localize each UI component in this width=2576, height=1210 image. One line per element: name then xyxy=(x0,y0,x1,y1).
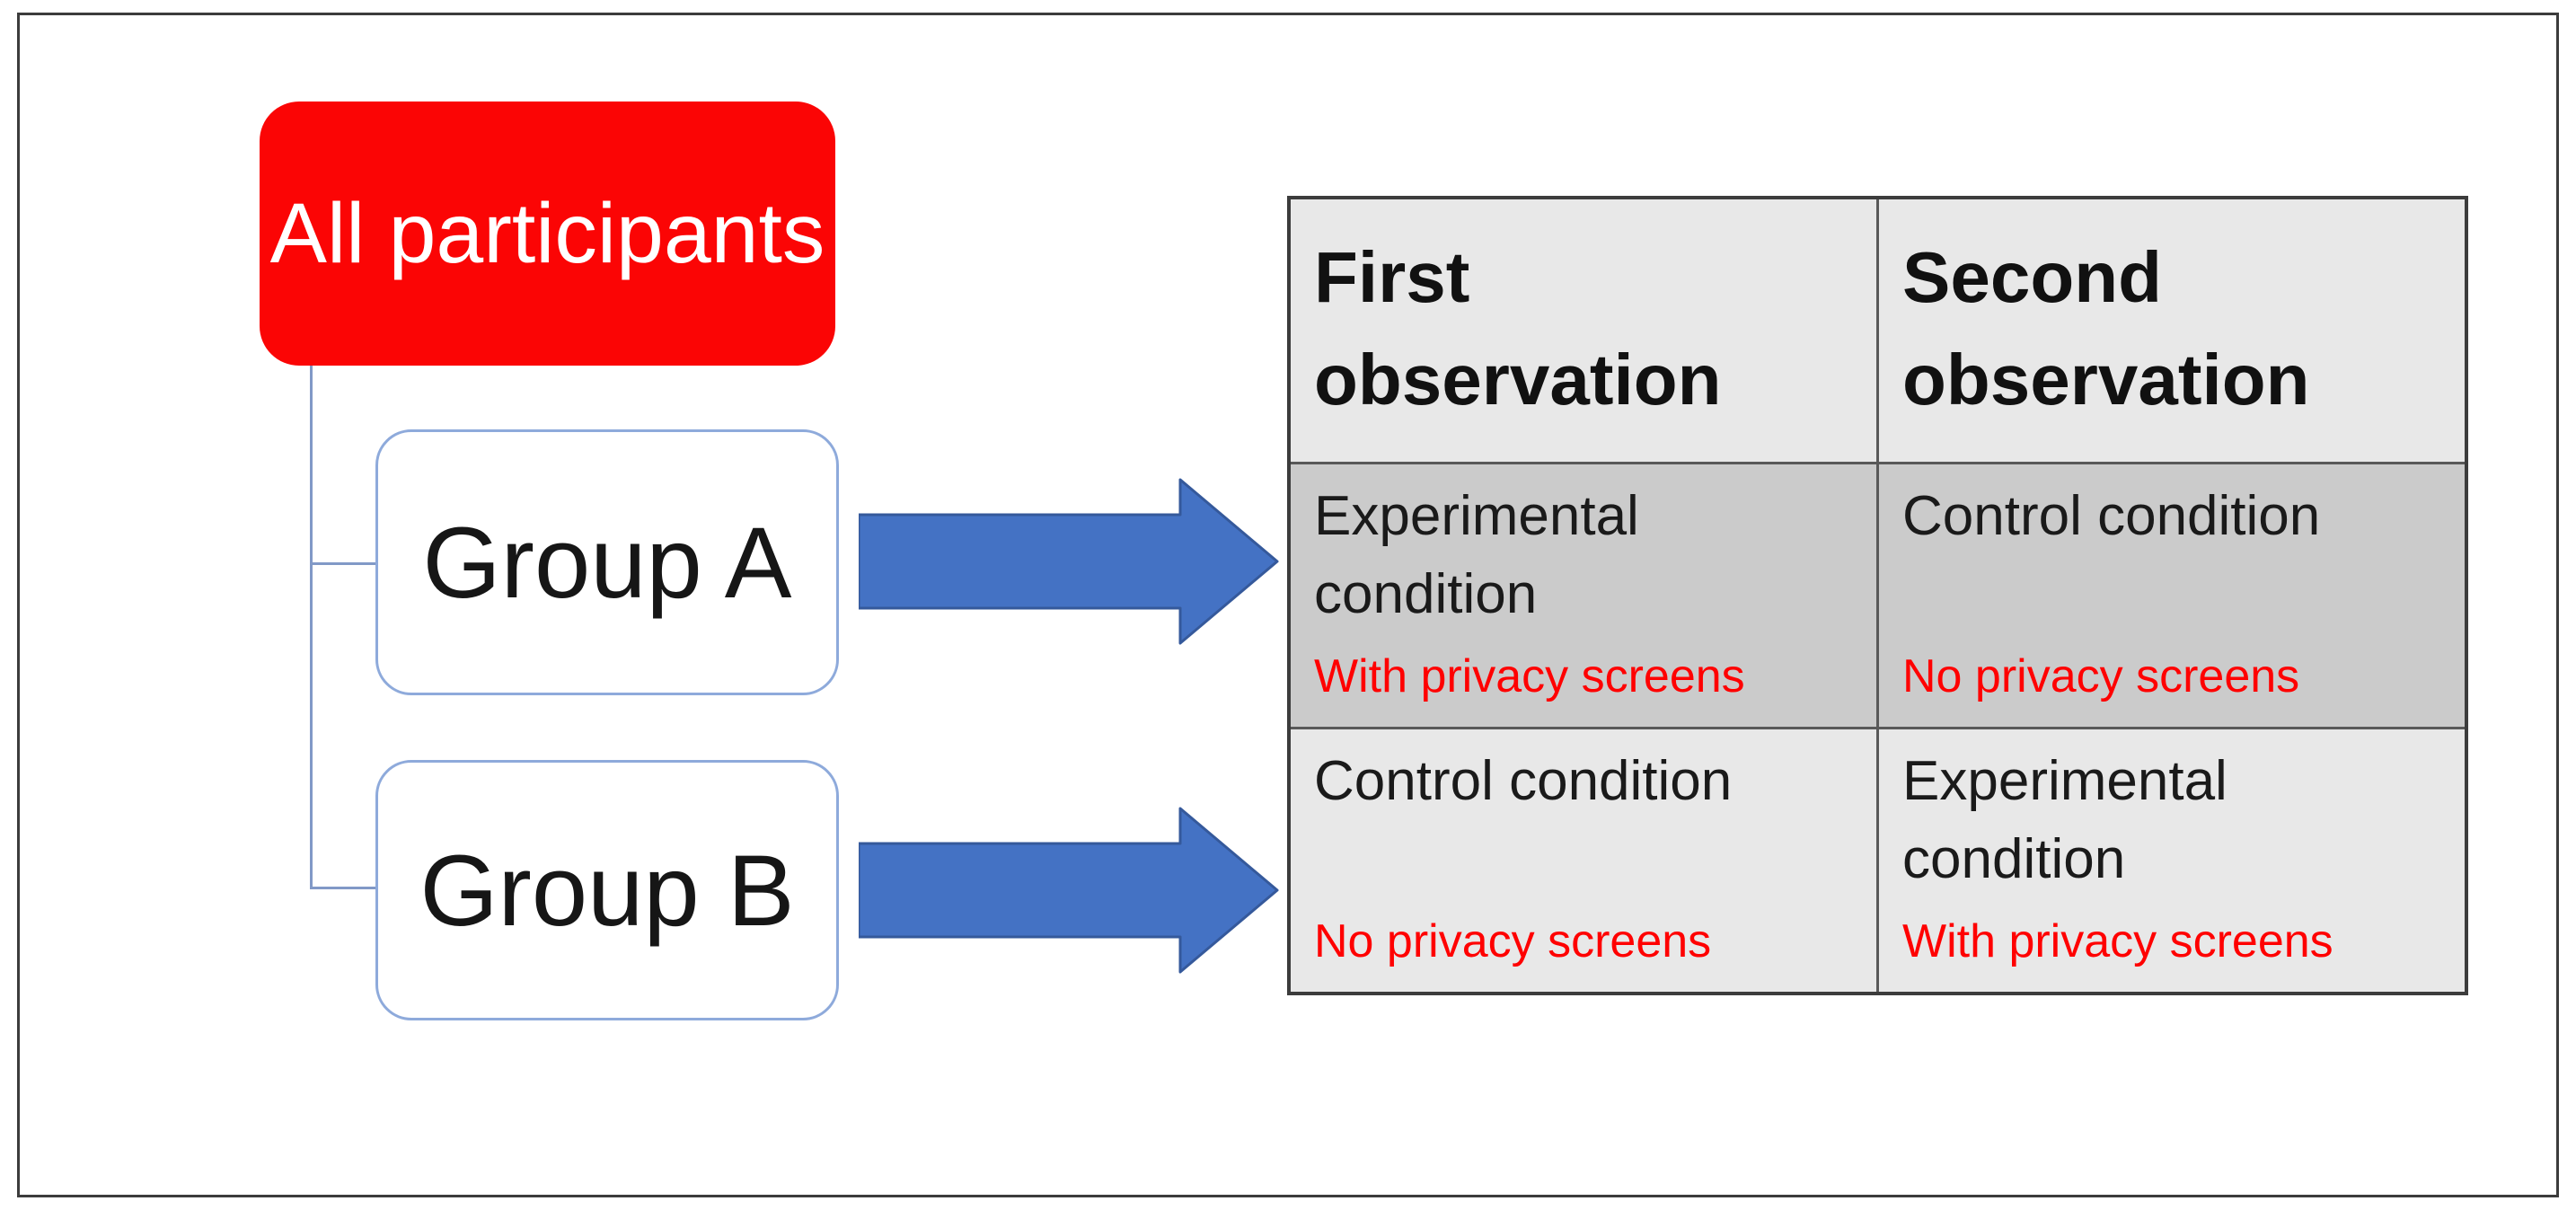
condition-label: Experimental condition xyxy=(1314,485,1639,625)
cell-group-a-second-observation: Control condition No privacy screens xyxy=(1876,462,2468,729)
connector-stub-group-a xyxy=(310,562,376,565)
all-participants-box: All participants xyxy=(260,102,835,366)
group-b-box: Group B xyxy=(375,760,839,1020)
group-a-box: Group A xyxy=(375,429,839,695)
page-border xyxy=(17,13,2559,1197)
privacy-screens-label: No privacy screens xyxy=(1902,650,2300,702)
privacy-screens-label: With privacy screens xyxy=(1314,650,1745,702)
table-row-group-b: Control condition No privacy screens Exp… xyxy=(1287,727,2468,995)
cell-group-a-first-observation: Experimental condition With privacy scre… xyxy=(1287,462,1879,729)
group-b-label: Group B xyxy=(419,834,795,947)
condition-label: Experimental condition xyxy=(1902,750,2228,890)
privacy-screens-label: With privacy screens xyxy=(1902,915,2333,967)
all-participants-label: All participants xyxy=(269,185,825,281)
arrow-group-a-icon xyxy=(859,478,1279,645)
connector-stub-group-b xyxy=(310,887,376,889)
table-row-group-a: Experimental condition With privacy scre… xyxy=(1287,462,2468,729)
cell-group-b-first-observation: Control condition No privacy screens xyxy=(1287,727,1879,995)
header-cell-first-observation: First observation xyxy=(1287,196,1879,464)
header-cell-second-observation: Second observation xyxy=(1876,196,2468,464)
cell-group-b-second-observation: Experimental condition With privacy scre… xyxy=(1876,727,2468,995)
observation-table: First observation Second observation Exp… xyxy=(1287,196,2468,995)
table-header-row: First observation Second observation xyxy=(1287,196,2468,464)
first-observation-header-label: First observation xyxy=(1314,237,1722,420)
group-a-label: Group A xyxy=(422,506,792,619)
condition-label: Control condition xyxy=(1314,750,1733,812)
connector-vertical-line xyxy=(310,361,313,889)
second-observation-header-label: Second observation xyxy=(1902,237,2310,420)
privacy-screens-label: No privacy screens xyxy=(1314,915,1712,967)
condition-label: Control condition xyxy=(1902,485,2321,547)
arrow-group-b-icon xyxy=(859,807,1279,974)
